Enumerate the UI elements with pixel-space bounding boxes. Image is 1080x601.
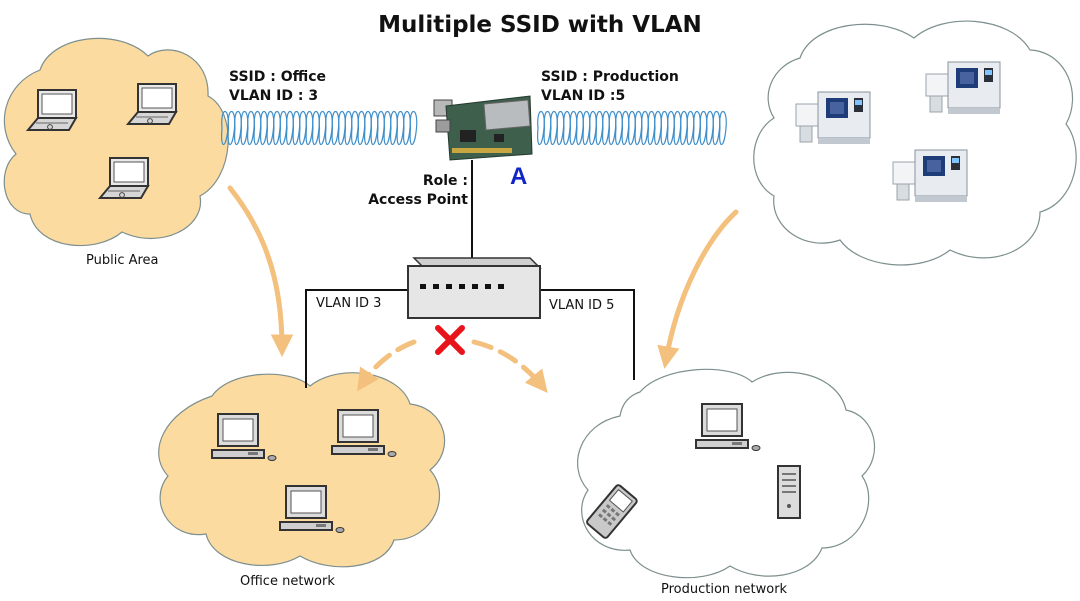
production-network-cloud — [577, 368, 876, 579]
wave-loop — [396, 110, 405, 146]
wave-loop — [279, 110, 288, 146]
wave-loop — [324, 110, 333, 146]
ssid-production-label: SSID : Production VLAN ID :5 — [541, 68, 679, 106]
wave-loop — [240, 110, 249, 146]
access-point-role-label: Role : Access Point — [342, 172, 468, 210]
wave-loop — [389, 110, 398, 146]
wave-loop — [376, 110, 385, 146]
wave-loop — [608, 110, 617, 146]
wave-loop — [640, 110, 649, 146]
network-switch-icon — [407, 257, 542, 319]
wave-loop — [686, 110, 695, 146]
wave-loop — [292, 110, 301, 146]
access-point-board-icon — [433, 95, 533, 161]
switch-link-left-label: VLAN ID 3 — [316, 296, 382, 311]
wave-loop — [647, 110, 656, 146]
wave-loop — [350, 110, 359, 146]
handheld-terminal-icon — [586, 484, 638, 539]
wave-loop — [601, 110, 610, 146]
wave-loop — [370, 110, 379, 146]
wave-loop — [556, 110, 565, 146]
wave-loop — [363, 110, 372, 146]
wave-loop — [621, 110, 630, 146]
production-network-label: Production network — [661, 582, 788, 597]
access-point-marker: A — [510, 163, 527, 190]
wave-loop — [543, 110, 552, 146]
office-network-label: Office network — [240, 574, 335, 589]
wave-loop — [402, 110, 411, 146]
wave-loop — [569, 110, 578, 146]
wireless-signal-right — [536, 110, 727, 146]
wave-loop — [383, 110, 392, 146]
public-area-cloud — [3, 37, 229, 247]
wave-loop — [718, 110, 727, 146]
wave-loop — [653, 110, 662, 146]
wave-loop — [344, 110, 353, 146]
wave-loop — [266, 110, 275, 146]
wave-loop — [259, 110, 268, 146]
ssid-office-label: SSID : Office VLAN ID : 3 — [229, 68, 326, 106]
wave-loop — [253, 110, 262, 146]
wave-loop — [285, 110, 294, 146]
office-network-cloud — [158, 372, 446, 568]
wave-loop — [627, 110, 636, 146]
wave-loop — [227, 110, 236, 146]
flow-arrows — [227, 185, 739, 393]
wave-loop — [337, 110, 346, 146]
diagram-title: Mulitiple SSID with VLAN — [378, 12, 702, 38]
vlan-id: VLAN ID : 3 — [229, 88, 319, 104]
wave-loop — [666, 110, 675, 146]
wave-loop — [595, 110, 604, 146]
wave-loop — [311, 110, 320, 146]
wave-loop — [409, 110, 418, 146]
wireless-signal-left — [220, 110, 418, 146]
wave-loop — [588, 110, 597, 146]
wave-loop — [575, 110, 584, 146]
wave-loop — [357, 110, 366, 146]
server-tower-icon — [777, 465, 801, 519]
network-wiring — [305, 160, 635, 388]
wave-loop — [660, 110, 669, 146]
wave-loop — [536, 110, 545, 146]
wave-loop — [699, 110, 708, 146]
wave-loop — [549, 110, 558, 146]
ssid-name: SSID : Production — [541, 69, 679, 85]
production-machines-cloud — [753, 20, 1077, 266]
wave-loop — [331, 110, 340, 146]
wave-loop — [272, 110, 281, 146]
role-value: Access Point — [368, 192, 468, 208]
wave-loop — [298, 110, 307, 146]
wave-loop — [246, 110, 255, 146]
wave-loop — [614, 110, 623, 146]
wave-loop — [692, 110, 701, 146]
wave-loop — [705, 110, 714, 146]
public-area-label: Public Area — [86, 253, 159, 268]
blocked-x-icon — [435, 325, 465, 355]
wave-loop — [712, 110, 721, 146]
switch-link-right-label: VLAN ID 5 — [549, 298, 615, 313]
wave-loop — [562, 110, 571, 146]
role-heading: Role : — [422, 173, 468, 189]
wave-loop — [582, 110, 591, 146]
wave-loop — [318, 110, 327, 146]
wave-loop — [305, 110, 314, 146]
wave-loop — [673, 110, 682, 146]
wave-loop — [233, 110, 242, 146]
ssid-name: SSID : Office — [229, 69, 327, 85]
vlan-id: VLAN ID :5 — [541, 88, 626, 104]
wave-loop — [634, 110, 643, 146]
wave-loop — [679, 110, 688, 146]
